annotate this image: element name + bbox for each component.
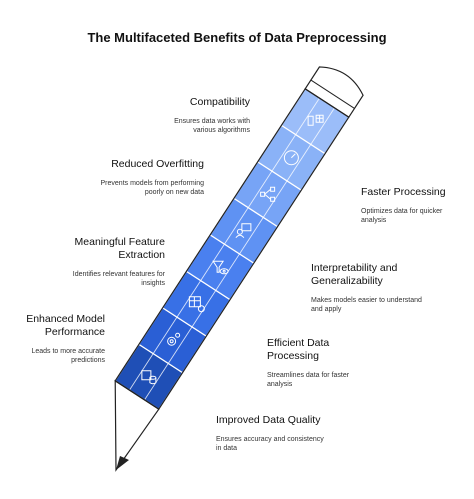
benefit-heading: Interpretability and Generalizability: [311, 262, 398, 287]
benefit-improved-data-quality: Improved Data Quality Ensures accuracy a…: [216, 414, 326, 453]
benefit-meaningful-feature-extraction: Meaningful Feature Extraction Identifies…: [55, 236, 165, 288]
pencil-stripe: [200, 243, 225, 281]
benefit-enhanced-model-performance: Enhanced Model Performance Leads to more…: [10, 313, 105, 365]
gears-icon: [167, 332, 181, 346]
benefit-compatibility: Compatibility Ensures data works with va…: [130, 96, 250, 135]
benefit-description: Prevents models from performing poorly o…: [100, 180, 204, 196]
pencil-stripe: [295, 97, 320, 135]
benefit-faster-processing: Faster Processing Optimizes data for qui…: [361, 186, 466, 225]
pencil-stripe: [152, 316, 178, 354]
pencil-lead: [116, 456, 129, 470]
pencil-stripe: [129, 353, 154, 391]
benefit-heading: Compatibility: [189, 96, 250, 108]
pencil-stripe: [271, 134, 297, 172]
pencil-stripe: [239, 217, 264, 255]
feature-user-icon: [235, 223, 252, 239]
compatibility-icon: [307, 114, 324, 126]
benefit-heading: Reduced Overfitting: [111, 158, 204, 170]
benefit-heading: Enhanced Model Performance: [26, 313, 105, 338]
benefit-description: Makes models easier to understand and ap…: [311, 297, 422, 313]
benefit-description: Ensures data works with various algorith…: [174, 118, 250, 134]
filter-eye-icon: [212, 260, 229, 275]
table-refresh-icon: [188, 296, 205, 313]
benefit-description: Ensures accuracy and consistency in data: [216, 436, 324, 452]
pencil-stripe: [262, 180, 288, 218]
benefit-efficient-data-processing: Efficient Data Processing Streamlines da…: [267, 337, 367, 389]
benefit-heading: Meaningful Feature Extraction: [74, 236, 165, 261]
benefit-heading: Faster Processing: [361, 186, 446, 198]
pencil-stripe: [224, 207, 249, 245]
pencil-outline: [114, 87, 350, 411]
pencil-stripe: [144, 363, 169, 401]
pencil-stripe: [176, 280, 202, 318]
data-quality-icon: [141, 370, 157, 385]
benefit-interpretability: Interpretability and Generalizability Ma…: [311, 262, 426, 314]
network-icon: [260, 186, 276, 202]
pencil-stripe: [310, 107, 335, 145]
benefit-reduced-overfitting: Reduced Overfitting Prevents models from…: [92, 158, 204, 197]
benefit-description: Identifies relevant features for insight…: [72, 271, 165, 287]
pencil-stripe: [247, 170, 273, 208]
pencil-stripe: [286, 144, 312, 182]
benefit-description: Optimizes data for quicker analysis: [361, 208, 443, 224]
benefit-heading: Efficient Data Processing: [267, 337, 330, 362]
pencil-eraser-band: [310, 79, 355, 109]
page-title: The Multifaceted Benefits of Data Prepro…: [87, 30, 387, 45]
benefit-description: Streamlines data for faster analysis: [267, 372, 350, 388]
pencil-stripe: [167, 326, 193, 364]
speedometer-icon: [283, 150, 299, 166]
benefit-description: Leads to more accurate predictions: [31, 348, 105, 364]
benefit-heading: Improved Data Quality: [216, 414, 321, 426]
